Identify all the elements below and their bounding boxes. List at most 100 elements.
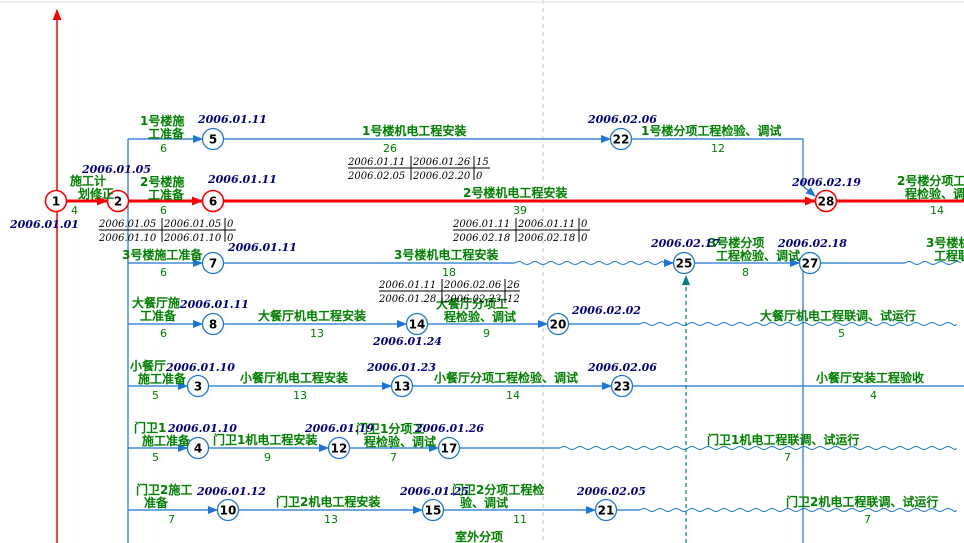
node-circle [672,251,696,275]
node-number: 10 [220,504,237,518]
event-node-25: 25 [672,251,696,275]
node-number: 28 [818,195,835,209]
node-circle [201,189,225,213]
task-duration: 4 [71,204,78,217]
task-label: 3号楼机电工程安装 [394,247,498,262]
event-node-13: 13 [390,374,414,398]
time-cell: 0 [476,171,483,182]
date-label: 2006.01.10 [167,422,237,435]
task-label: 门卫1机电工程安装 [213,432,317,447]
task-label: 门卫2分项工程检验、调试 [452,482,544,510]
task-duration: 13 [324,513,338,526]
date-label: 2006.01.05 [81,163,151,176]
node-circle [405,312,429,336]
node-number: 20 [550,318,567,332]
node-number: 2 [114,195,122,209]
event-node-12: 12 [327,436,351,460]
date-label: 2006.01.26 [414,422,484,435]
node-circle [186,436,210,460]
time-cell: 15 [476,157,489,168]
node-circle [186,374,210,398]
task-duration: 6 [160,142,167,155]
node-number: 15 [425,504,442,518]
task-duration: 6 [160,327,167,340]
task-label: 1号楼施工准备 [140,113,185,141]
time-cell: 2006.01.10 [98,233,157,244]
event-node-17: 17 [437,436,461,460]
task-label: 2号楼机电工程安装 [463,185,567,200]
node-circle [201,312,225,336]
node-circle [44,189,68,213]
time-cell: 2006.01.10 [163,233,222,244]
node-number: 13 [394,380,411,394]
task-duration: 5 [152,389,159,402]
task-duration: 5 [838,327,845,340]
event-node-8: 8 [201,312,225,336]
event-node-7: 7 [201,251,225,275]
activity-arrows [66,135,964,543]
time-table: 2006.01.11 2006.01.11 0 2006.02.18 2006.… [452,218,590,244]
time-cell: 12 [507,294,520,305]
date-label: 2006.01.01 [9,218,79,231]
task-label: 小餐厅分项工程检验、调试 [434,370,578,385]
node-number: 25 [676,257,693,271]
date-label: 2006.02.06 [587,113,657,126]
event-node-27: 27 [798,251,822,275]
date-label: 2006.01.25 [399,485,469,498]
task-label: 门卫1分项工程检验、调试 [356,421,436,449]
task-duration: 7 [784,451,791,464]
time-cell: 2006.02.06 [443,280,502,291]
node-number: 23 [614,380,631,394]
date-label: 2006.01.11 [197,113,267,126]
task-label: 1号楼机电工程安装 [362,123,466,138]
node-number: 27 [802,257,819,271]
node-circle [798,251,822,275]
time-cell: 2006.01.11 [378,280,436,291]
date-label: 2006.02.06 [587,361,657,374]
time-parameter-tables: 2006.01.11 2006.01.26 15 2006.02.05 2006… [98,156,590,305]
time-cell: 2006.02.18 [452,233,510,244]
node-number: 3 [194,380,202,394]
task-label: 大餐厅施工准备 [132,295,180,323]
time-cell: 2006.01.26 [412,157,471,168]
date-label: 2006.02.05 [576,485,646,498]
time-cell: 0 [581,219,588,230]
node-circle [421,498,445,522]
date-label: 2006.01.19 [304,422,374,435]
node-circle [437,436,461,460]
task-label: 门卫1机电工程联调、试运行 [707,432,859,447]
node-number: 12 [331,442,348,456]
node-number: 22 [613,133,630,147]
task-label: 大餐厅机电工程联调、试运行 [760,308,916,323]
date-label: 2006.01.10 [165,361,235,374]
node-number: 7 [209,257,217,271]
node-circle [594,498,618,522]
task-label: 小餐厅施工准备 [130,358,187,386]
task-duration: 14 [506,389,520,402]
task-label: 3号楼机电工程联调、试运行 [926,235,964,263]
task-duration: 26 [383,142,397,155]
task-duration: 9 [264,451,271,464]
time-cell: 2006.02.23 [443,294,501,305]
node-circle [106,189,130,213]
event-node-21: 21 [594,498,618,522]
event-node-14: 14 [405,312,429,336]
time-cell: 26 [506,280,520,291]
task-duration: 8 [742,266,749,279]
node-circle [201,251,225,275]
node-circle [201,127,225,151]
time-cell: 2006.01.11 [347,157,405,168]
event-node-1: 1 [44,189,68,213]
task-label: 大餐厅分项工程检验、调试 [436,296,516,324]
node-number: 6 [209,195,217,209]
task-duration: 7 [168,513,175,526]
task-label: 3号楼施工准备 [122,247,203,262]
time-table: 2006.01.11 2006.02.06 26 2006.01.28 2006… [378,279,520,305]
task-duration: 9 [483,327,490,340]
task-duration: 12 [711,142,725,155]
task-label: 门卫2机电工程安装 [276,494,380,509]
time-table: 2006.01.05 2006.01.05 0 2006.01.10 2006.… [98,218,236,244]
